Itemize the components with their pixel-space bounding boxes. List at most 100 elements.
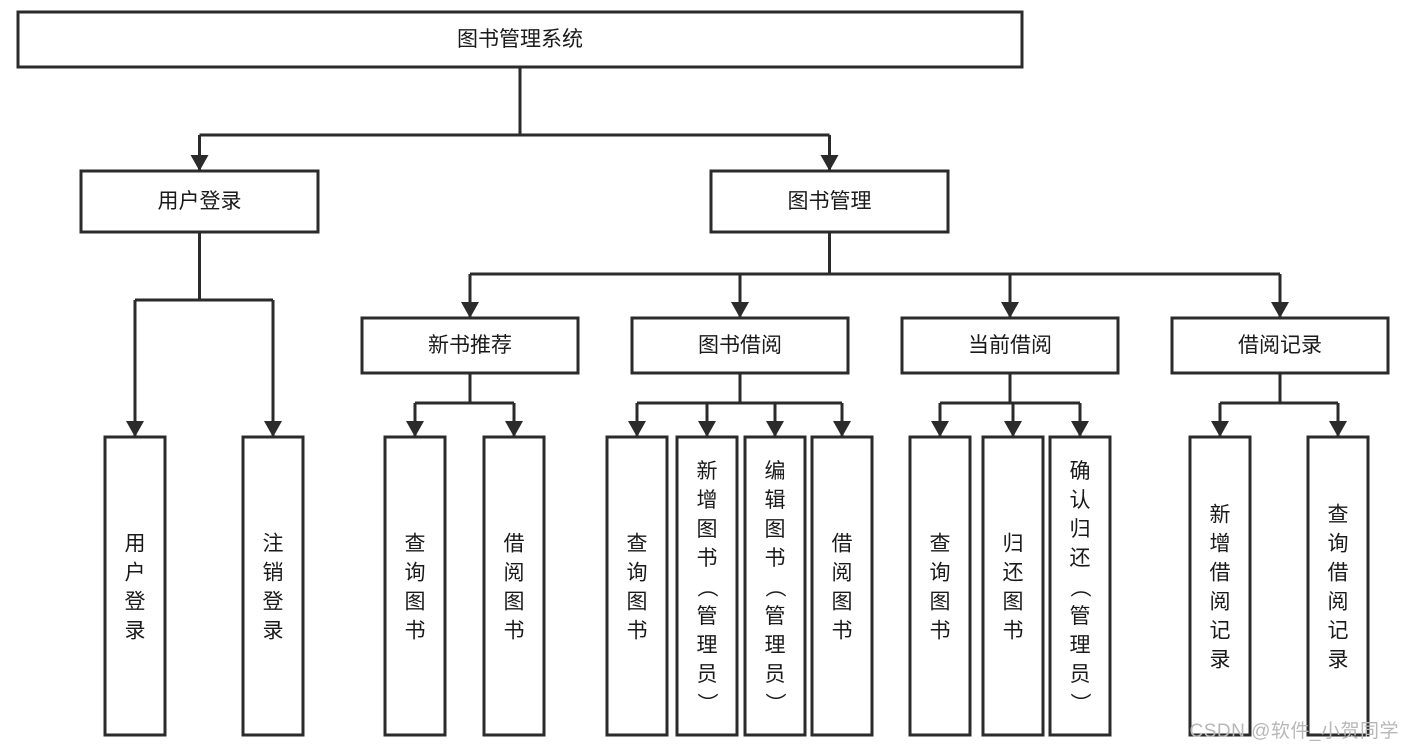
node-box: [900, 316, 1120, 375]
node-root[interactable]: 图书管理系统: [16, 10, 1024, 69]
node-label-char: 理: [765, 634, 786, 657]
node-label-char: 书: [930, 620, 951, 643]
node-box: [16, 10, 1024, 69]
node-label-char: 归: [1070, 518, 1091, 541]
node-label-char: 理: [1070, 634, 1091, 657]
node-box: [908, 435, 972, 737]
node-newbook[interactable]: 新书推荐: [360, 316, 580, 375]
node-box: [605, 435, 669, 737]
node-box: [383, 435, 447, 737]
node-label-char: 增: [697, 489, 718, 512]
node-box: [1170, 316, 1390, 375]
node-layer: 图书管理系统用户登录图书管理新书推荐图书借阅当前借阅借阅记录用户登录注销登录查询…: [16, 10, 1390, 737]
node-label-char: ）: [763, 693, 786, 714]
node-label: 图书管理系统: [457, 28, 583, 51]
node-label-char: 图: [832, 591, 853, 614]
node-label-char: 登: [125, 591, 146, 614]
node-label-char: 用: [125, 533, 146, 556]
node-label-char: 确: [1070, 460, 1091, 483]
node-label-char: 借: [504, 533, 525, 556]
edge-group-bookmgmt: [461, 232, 1289, 318]
node-label-char: 借: [1210, 562, 1231, 585]
node-leaf1[interactable]: 用户登录: [103, 435, 167, 737]
node-label-char: 书: [405, 620, 426, 643]
node-label-char: 户: [125, 562, 146, 585]
arrow-head: [628, 421, 646, 437]
node-box: [709, 169, 950, 234]
node-box: [1306, 435, 1370, 737]
node-bookmgmt[interactable]: 图书管理: [709, 169, 950, 234]
node-label-char: 管: [1070, 605, 1091, 628]
node-label-char: 录: [1328, 649, 1349, 672]
node-label-char: 询: [405, 562, 426, 585]
node-label-char: （: [763, 577, 786, 598]
node-label-char: 图: [765, 518, 786, 541]
node-label-char: 员: [765, 663, 786, 686]
node-current[interactable]: 当前借阅: [900, 316, 1120, 375]
arrow-head: [406, 421, 424, 437]
node-box: [743, 435, 807, 737]
node-label-char: 查: [627, 533, 648, 556]
edge-group-current: [931, 373, 1089, 437]
node-label-char: 询: [1328, 533, 1349, 556]
arrow-head: [1071, 421, 1089, 437]
arrow-head: [505, 421, 523, 437]
node-label-char: 员: [1070, 663, 1091, 686]
node-label-char: 图: [504, 591, 525, 614]
node-records[interactable]: 借阅记录: [1170, 316, 1390, 375]
node-label-char: （: [1068, 577, 1091, 598]
node-label: 当前借阅: [968, 334, 1052, 357]
node-label: 图书管理: [788, 190, 872, 213]
arrow-head: [766, 421, 784, 437]
node-label-char: 询: [627, 562, 648, 585]
node-label-char: 管: [765, 605, 786, 628]
node-label-char: 录: [263, 620, 284, 643]
node-label-char: 理: [697, 634, 718, 657]
node-label: 用户登录: [158, 190, 242, 213]
node-label-char: 借: [1328, 562, 1349, 585]
node-label-char: 书: [832, 620, 853, 643]
arrow-head: [1001, 302, 1019, 318]
node-borrow[interactable]: 图书借阅: [630, 316, 850, 375]
node-label-char: 记: [1328, 620, 1349, 643]
node-label-char: 录: [125, 620, 146, 643]
node-login[interactable]: 用户登录: [79, 169, 320, 234]
node-label-char: 书: [627, 620, 648, 643]
node-label-char: 图: [627, 591, 648, 614]
arrow-head: [190, 155, 209, 171]
node-label-char: 阅: [1210, 591, 1231, 614]
arrow-head: [1004, 421, 1022, 437]
arrow-head: [833, 421, 851, 437]
arrow-head: [1271, 302, 1289, 318]
node-box: [360, 316, 580, 375]
arrow-head: [731, 302, 749, 318]
node-label-char: 借: [832, 533, 853, 556]
edge-group-root: [190, 67, 839, 171]
node-label-char: 图: [697, 518, 718, 541]
node-label-char: （: [695, 577, 718, 598]
node-label-char: 录: [1210, 649, 1231, 672]
node-label-char: 新: [697, 460, 718, 483]
node-box: [79, 169, 320, 234]
node-box: [482, 435, 546, 737]
edge-group-records: [1211, 373, 1347, 437]
node-label-char: 归: [1003, 533, 1024, 556]
node-box: [1048, 435, 1112, 737]
node-label-char: 查: [1328, 504, 1349, 527]
edge-group-borrow: [628, 373, 851, 437]
node-label-char: 图: [405, 591, 426, 614]
node-box: [241, 435, 305, 737]
edge-group-newbook: [406, 373, 523, 437]
